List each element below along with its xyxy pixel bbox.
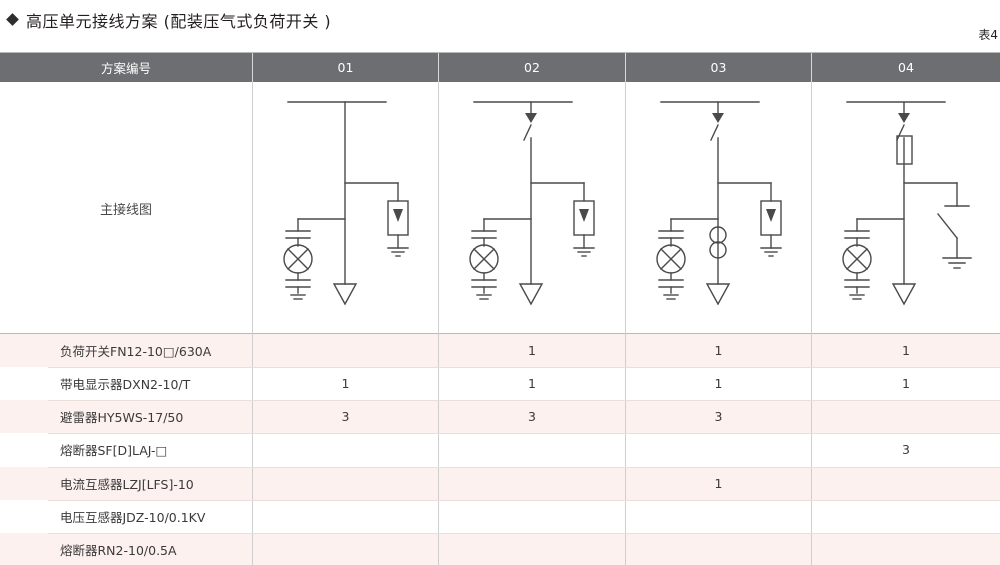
- equipment-name: 电压互感器JDZ-10/0.1KV: [48, 499, 253, 533]
- equipment-qty-cell: [439, 532, 626, 565]
- table-header-row: 方案编号 01 02 03 04: [0, 53, 1000, 82]
- equipment-qty-cell: 1: [902, 376, 910, 392]
- equipment-qty-cell: [253, 334, 439, 368]
- circuit-diagram-03: [656, 101, 782, 306]
- page-title-bar: 高压单元接线方案 (配装压气式负荷开关 ) 表4: [0, 0, 1000, 52]
- load-break-switch-blade: [896, 124, 905, 141]
- cable-termination-triangle: [518, 283, 544, 306]
- arrester-triangle-icon: [579, 209, 589, 222]
- row-divider: [48, 499, 1000, 501]
- equipment-qty-cell: [253, 499, 439, 533]
- current-transformer-lower-ring: [709, 241, 727, 259]
- equipment-qty-cell: [812, 533, 1000, 565]
- header-col-04: 04: [898, 60, 914, 75]
- equipment-qty-cell: [439, 433, 626, 467]
- equipment-qty-cell: [812, 400, 1000, 433]
- arrester-triangle-icon: [766, 209, 776, 222]
- table-row: 熔断器RN2-10/0.5A: [0, 532, 1000, 565]
- load-switch-contact-icon: [898, 113, 910, 123]
- equipment-name: 带电显示器DXN2-10/T: [48, 367, 253, 401]
- table-number-label: 表4: [978, 28, 998, 42]
- row-divider: [48, 400, 1000, 402]
- fuse-body: [896, 135, 913, 165]
- load-switch-contact-icon: [525, 113, 537, 123]
- diagram-cell-02: [439, 82, 626, 334]
- equipment-qty-cell: [253, 532, 439, 565]
- equipment-qty-cell: 3: [902, 442, 910, 458]
- table-row: 电流互感器LZJ[LFS]-10 1: [0, 466, 1000, 500]
- equipment-name: 熔断器SF[D]LAJ-□: [48, 433, 253, 467]
- circuit-diagram-02: [469, 101, 595, 306]
- equipment-qty-cell: 3: [439, 400, 626, 434]
- earthing-switch-blade: [937, 213, 958, 239]
- diagram-cell-04: [812, 82, 1000, 334]
- load-break-switch-blade: [710, 124, 719, 141]
- header-col-01: 01: [253, 53, 439, 82]
- diagram-row-label: 主接线图: [0, 82, 253, 334]
- equipment-qty-cell: [626, 499, 812, 533]
- row-divider: [48, 367, 1000, 369]
- diagram-cell-01: [253, 82, 439, 334]
- load-break-switch-blade: [523, 124, 532, 141]
- row-divider: [48, 466, 1000, 468]
- circuit-diagram-01: [283, 101, 409, 306]
- equipment-qty-cell: 1: [902, 343, 910, 359]
- row-divider: [48, 532, 1000, 534]
- equipment-qty-cell: 1: [626, 466, 812, 500]
- current-transformer-upper-ring: [709, 226, 727, 244]
- equipment-qty-cell: 1: [439, 334, 626, 368]
- equipment-qty-cell: [439, 499, 626, 533]
- equipment-qty-cell: [253, 466, 439, 500]
- load-switch-contact-icon: [712, 113, 724, 123]
- table-row: 电压互感器JDZ-10/0.1KV: [0, 499, 1000, 533]
- page-title: 高压单元接线方案 (配装压气式负荷开关 ): [26, 12, 332, 31]
- equipment-qty-cell: [812, 467, 1000, 500]
- scheme-table: 方案编号 01 02 03 04 主接线图: [0, 52, 1000, 565]
- equipment-qty-cell: [812, 500, 1000, 533]
- equipment-qty-cell: 1: [626, 334, 812, 368]
- cable-termination-triangle: [705, 283, 731, 306]
- header-row-label: 方案编号: [0, 53, 253, 82]
- equipment-name: 熔断器RN2-10/0.5A: [48, 532, 253, 565]
- equipment-qty-cell: 3: [626, 400, 812, 434]
- equipment-qty-cell: [439, 466, 626, 500]
- equipment-qty-cell: 1: [253, 367, 439, 401]
- header-col-02: 02: [439, 53, 626, 82]
- arrester-triangle-icon: [393, 209, 403, 222]
- equipment-name: 负荷开关FN12-10□/630A: [48, 334, 253, 368]
- row-divider: [48, 433, 1000, 435]
- equipment-qty-cell: 3: [253, 400, 439, 434]
- equipment-qty-cell: 1: [626, 367, 812, 401]
- diagram-row: 主接线图: [0, 82, 1000, 334]
- diagram-cell-03: [626, 82, 812, 334]
- equipment-name: 避雷器HY5WS-17/50: [48, 400, 253, 434]
- equipment-qty-cell: [626, 532, 812, 565]
- equipment-name: 电流互感器LZJ[LFS]-10: [48, 466, 253, 500]
- equipment-qty-cell: [253, 433, 439, 467]
- header-col-03: 03: [626, 53, 812, 82]
- equipment-qty-cell: [626, 433, 812, 467]
- equipment-section: 主要电器设备 负荷开关FN12-10□/630A111带电显示器DXN2-10/…: [0, 334, 1000, 565]
- equipment-qty-cell: 1: [439, 367, 626, 401]
- cable-termination-triangle: [891, 283, 917, 306]
- cable-termination-triangle: [332, 283, 358, 306]
- table-row: 熔断器SF[D]LAJ-□ 3: [0, 433, 1000, 467]
- circuit-diagram-04: [842, 101, 972, 306]
- diamond-bullet-icon: [6, 13, 19, 26]
